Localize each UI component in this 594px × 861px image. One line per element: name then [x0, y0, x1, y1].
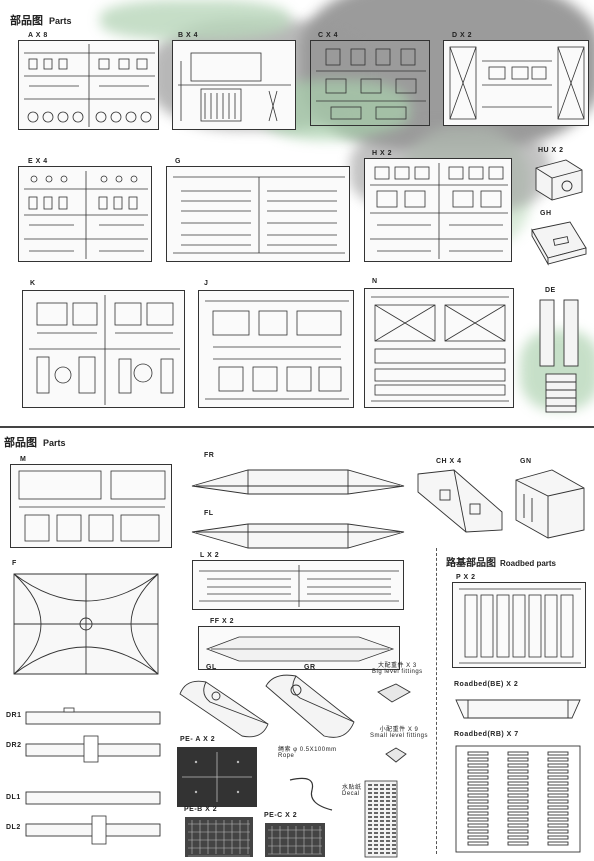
- sprue-g-parts: [173, 176, 345, 254]
- label-hu: HU X 2: [538, 147, 564, 154]
- label-px: P X 2: [456, 574, 476, 581]
- label-hx: H X 2: [372, 150, 393, 157]
- small-fittings-label: 小配重件 X 9 Small level fittings: [370, 727, 429, 739]
- part-fl: [191, 523, 405, 549]
- sprue-d-parts: [449, 46, 585, 120]
- roadbed-divider: [436, 548, 438, 854]
- rope-label: 绳索 φ 0.5X100mm Rope: [278, 747, 337, 759]
- part-f: [13, 573, 159, 675]
- label-peb: PE-B X 2: [184, 806, 218, 813]
- label-gl: GL: [206, 664, 217, 671]
- label-fr: FR: [204, 452, 215, 459]
- sprue-n: [364, 288, 514, 408]
- label-k: K: [30, 280, 36, 287]
- sprue-c-parts: [316, 48, 426, 120]
- label-dr2: DR2: [6, 742, 22, 749]
- label-bx: B X 4: [178, 32, 199, 39]
- sprue-g: [166, 166, 350, 262]
- sprue-j: [198, 290, 354, 408]
- sprue-e: [18, 166, 152, 262]
- sprue-b-parts: [178, 52, 291, 122]
- label-gr: GR: [304, 664, 316, 671]
- sprue-ff-parts: [205, 636, 395, 662]
- part-gr: [265, 674, 355, 738]
- sprue-d: [443, 40, 589, 126]
- sprue-k: [22, 290, 185, 408]
- sprue-l: [192, 560, 404, 610]
- part-roadbed-be: [455, 699, 581, 719]
- label-j: J: [204, 280, 209, 287]
- pe-b-sheet: [185, 817, 253, 857]
- label-gh: GH: [540, 210, 552, 217]
- label-rb: Roadbed(RB) X 7: [454, 731, 519, 738]
- label-gn: GN: [520, 458, 532, 465]
- label-dx: D X 2: [452, 32, 473, 39]
- label-f: F: [12, 560, 17, 567]
- label-m: M: [20, 456, 27, 463]
- label-n: N: [372, 278, 378, 285]
- label-dl2: DL2: [6, 824, 21, 831]
- sprue-l-parts: [199, 565, 399, 607]
- sprue-ff: [198, 626, 400, 670]
- sprue-j-parts: [205, 300, 349, 400]
- pe-c-sheet: [265, 823, 325, 857]
- part-fr: [191, 469, 405, 495]
- sprue-n-parts: [371, 296, 509, 402]
- sprue-k-parts: [29, 295, 180, 405]
- part-roadbed-rb: [455, 745, 581, 853]
- sprue-a-parts: [24, 44, 155, 127]
- label-dl1: DL1: [6, 794, 21, 801]
- label-fl: FL: [204, 510, 214, 517]
- sprue-m-parts: [18, 470, 166, 542]
- sprue-e-parts: [24, 171, 148, 259]
- label-cx: C X 4: [318, 32, 339, 39]
- sprue-p: [452, 582, 586, 668]
- sprue-c: [310, 40, 430, 126]
- big-fittings-label: 大配重件 X 3 Big level fittings: [372, 663, 423, 675]
- label-chx: CH X 4: [436, 458, 462, 465]
- label-ffx: FF X 2: [210, 618, 235, 625]
- label-de: DE: [545, 287, 556, 294]
- part-ch: [417, 469, 503, 533]
- sprue-p-parts: [459, 588, 581, 664]
- part-de: [539, 299, 579, 413]
- rope-icon: [289, 777, 333, 811]
- label-dr1: DR1: [6, 712, 22, 719]
- part-gl: [179, 680, 269, 738]
- part-dr1: [25, 707, 161, 725]
- part-small-fitting: [385, 747, 407, 763]
- label-ax: A X 8: [28, 32, 48, 39]
- sprue-h: [364, 158, 512, 262]
- decal-label: 水贴纸 Decal: [342, 785, 362, 797]
- part-gn: [515, 469, 585, 539]
- sprue-b: [172, 40, 296, 130]
- green-wash: [100, 0, 290, 40]
- label-lx: L X 2: [200, 552, 220, 559]
- pe-a-sheet: [177, 747, 257, 807]
- label-ex: E X 4: [28, 158, 48, 165]
- part-dl2: [25, 815, 161, 845]
- part-hu: [535, 159, 583, 201]
- part-dl1: [25, 791, 161, 805]
- decal-sheet: [364, 780, 398, 858]
- part-big-fitting: [377, 683, 411, 703]
- panel-divider: [0, 426, 594, 428]
- sprue-a: [18, 40, 159, 130]
- label-pea: PE- A X 2: [180, 736, 216, 743]
- part-dr2: [25, 735, 161, 763]
- label-pec: PE-C X 2: [264, 812, 298, 819]
- part-gh: [531, 221, 587, 266]
- sprue-h-parts: [370, 163, 508, 259]
- sprue-m: [10, 464, 172, 548]
- label-be: Roadbed(BE) X 2: [454, 681, 519, 688]
- label-g: G: [175, 158, 181, 165]
